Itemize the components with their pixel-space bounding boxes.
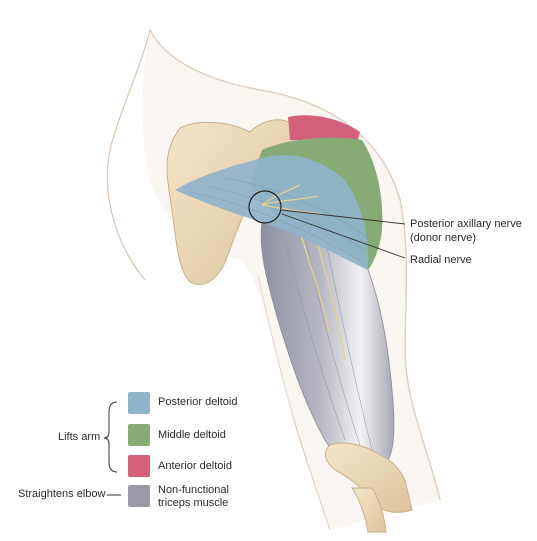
elbow-bones: [324, 442, 413, 513]
anterior-deltoid-region: [288, 115, 360, 140]
posterior-deltoid-legend-label: Posterior deltoid: [158, 396, 238, 408]
anterior-deltoid-legend-label: Anterior deltoid: [158, 460, 232, 472]
straightens-elbow-label: Straightens elbow: [18, 488, 106, 500]
triceps-legend-label-line1: Non-functional: [158, 484, 229, 496]
torso-outline: [106, 29, 151, 281]
lifts-arm-brace: [103, 401, 118, 473]
posterior-axillary-nerve-label: Posterior axillary nerve: [410, 218, 522, 230]
triceps-legend-label-line2: triceps muscle: [158, 497, 229, 509]
axillary-leader-line: [281, 209, 406, 225]
nerve-transfer-circle: [248, 190, 282, 224]
anterior-deltoid-swatch: [128, 455, 150, 477]
radius-bone: [351, 487, 387, 533]
posterior-deltoid-swatch: [128, 392, 150, 414]
radial-nerve-label: Radial nerve: [410, 254, 472, 266]
radial-leader-line: [281, 213, 406, 259]
lifts-arm-label: Lifts arm: [58, 431, 101, 443]
triceps-fibers: [284, 234, 373, 451]
posterior-deltoid-region: [175, 154, 369, 270]
deltoid-fibers: [189, 177, 369, 263]
donor-nerve-label: (donor nerve): [410, 232, 477, 244]
middle-deltoid-legend-label: Middle deltoid: [158, 429, 226, 441]
triceps-swatch: [128, 485, 150, 507]
radial-nerve-branches: [299, 231, 346, 361]
axillary-nerve-branches: [261, 184, 323, 215]
middle-deltoid-swatch: [128, 424, 150, 446]
